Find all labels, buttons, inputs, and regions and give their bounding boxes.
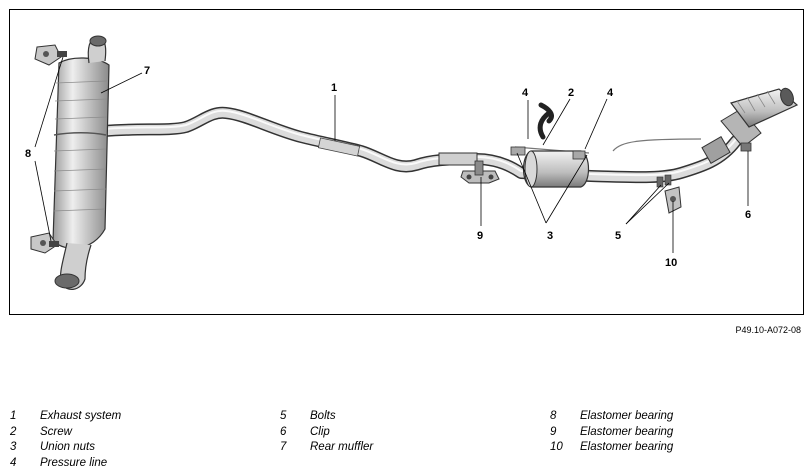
elastomer-bearing-upper: [34, 44, 67, 66]
callout-1: 1: [331, 82, 337, 94]
callout-10: 10: [665, 257, 677, 269]
rear-muffler: [52, 35, 110, 290]
legend-column-1: 1 Exhaust system 2 Screw 3 Union nuts 4 Pres…: [10, 409, 121, 471]
legend-label: Pressure line: [40, 456, 108, 469]
legend-label: Elastomer bearing: [580, 425, 674, 438]
legend-item: 4 Pressure line: [10, 456, 121, 472]
legend-label: Elastomer bearing: [580, 410, 674, 422]
legend-number: 6: [280, 425, 287, 438]
particulate-filter: [510, 102, 702, 188]
legend-item: 2 Screw: [10, 425, 121, 441]
exhaust-diagram-frame: 1 2 4 4 3 5 6 7 8 9 10: [9, 9, 804, 315]
legend-item: 3 Union nuts: [10, 440, 121, 456]
exhaust-pipe: [98, 106, 742, 184]
callout-2: 2: [568, 87, 574, 99]
legend-item: 10 Elastomer bearing: [550, 440, 673, 456]
legend-item: 1 Exhaust system: [10, 409, 121, 425]
legend-label: Clip: [310, 425, 330, 438]
callout-4-left: 4: [522, 87, 529, 99]
legend-number: 4: [10, 456, 17, 469]
legend-item: 7 Rear muffler: [280, 440, 373, 456]
legend-column-2: 5 Bolts 6 Clip 7 Rear muffler: [280, 409, 373, 456]
legend-label: Union nuts: [40, 441, 95, 453]
callout-9: 9: [477, 230, 483, 242]
legend-item: 5 Bolts: [280, 409, 373, 425]
legend-label: Screw: [40, 425, 72, 438]
legend-label: Elastomer bearing: [580, 441, 674, 453]
callout-4-right: 4: [607, 87, 614, 99]
legend-number: 2: [10, 425, 17, 438]
legend-number: 5: [280, 410, 287, 422]
legend-number: 1: [10, 410, 17, 422]
front-catalyst: [701, 87, 799, 164]
leader-lines: [34, 56, 749, 253]
legend-label: Bolts: [310, 410, 336, 422]
elastomer-bearing-front: [664, 186, 682, 214]
exhaust-diagram: 1 2 4 4 3 5 6 7 8 9 10: [25, 35, 799, 290]
legend-number: 9: [550, 425, 557, 438]
legend-item: 6 Clip: [280, 425, 373, 441]
legend-label: Exhaust system: [40, 410, 122, 422]
legend-number: 8: [550, 410, 557, 422]
callout-3: 3: [547, 230, 553, 242]
legend-item: 9 Elastomer bearing: [550, 425, 673, 441]
figure-code: P49.10-A072-08: [735, 325, 801, 335]
legend-label: Rear muffler: [310, 441, 374, 453]
callout-8: 8: [25, 148, 31, 160]
callout-6: 6: [745, 209, 751, 221]
legend-number: 10: [550, 441, 563, 453]
legend-item: 8 Elastomer bearing: [550, 409, 673, 425]
callout-5: 5: [615, 230, 621, 242]
legend-number: 7: [280, 441, 287, 453]
elastomer-bearing-middle: [460, 160, 500, 184]
bolts: [656, 174, 672, 188]
callout-7: 7: [144, 65, 150, 77]
legend-number: 3: [10, 441, 17, 453]
